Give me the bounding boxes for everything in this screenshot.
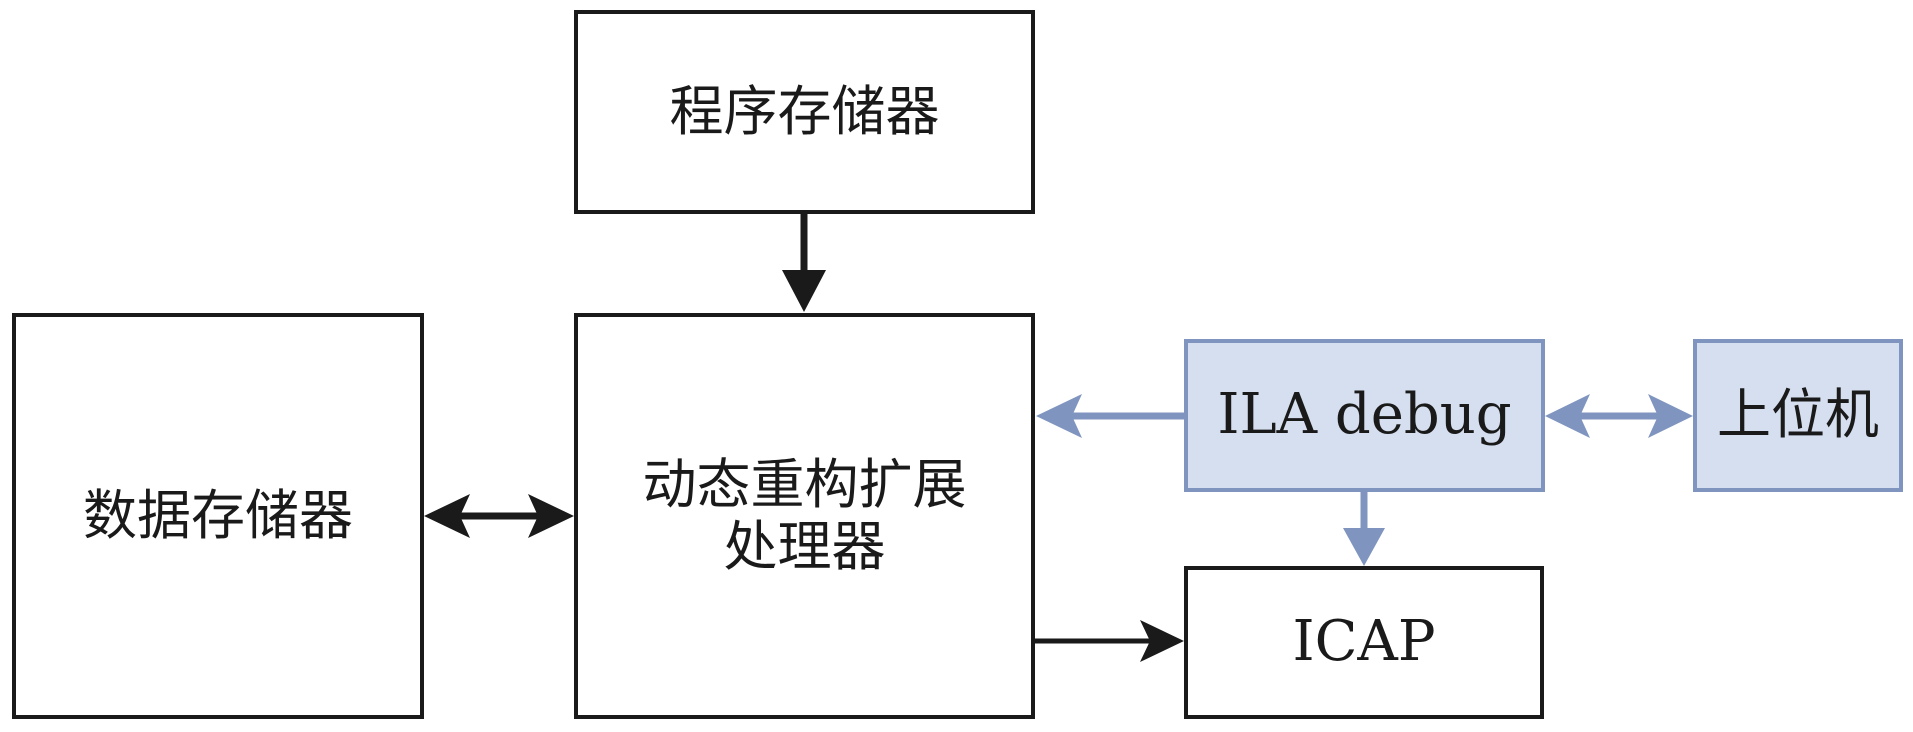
host-computer-label: 上位机: [1717, 383, 1879, 447]
host-computer-box: 上位机: [1693, 339, 1903, 492]
processor-label-line1: 动态重构扩展: [642, 452, 967, 516]
program-memory-box: 程序存储器: [574, 10, 1035, 214]
arrow-ila-to-icap: [1343, 492, 1385, 566]
data-memory-box: 数据存储器: [12, 313, 424, 719]
program-memory-label: 程序存储器: [669, 79, 940, 143]
data-memory-label: 数据存储器: [83, 483, 353, 547]
icap-box: ICAP: [1184, 566, 1544, 719]
arrow-program-to-processor: [782, 214, 826, 312]
processor-box: 动态重构扩展 处理器: [574, 313, 1035, 719]
arrow-data-processor-bidirectional: [424, 494, 574, 538]
icap-label: ICAP: [1292, 609, 1436, 675]
processor-label-line2: 处理器: [723, 515, 886, 578]
ila-debug-label: ILA debug: [1217, 382, 1512, 448]
arrow-ila-to-processor: [1036, 394, 1184, 438]
arrow-ila-host-bidirectional: [1545, 394, 1693, 438]
ila-debug-box: ILA debug: [1184, 339, 1545, 492]
arrow-processor-to-icap: [1035, 620, 1184, 662]
